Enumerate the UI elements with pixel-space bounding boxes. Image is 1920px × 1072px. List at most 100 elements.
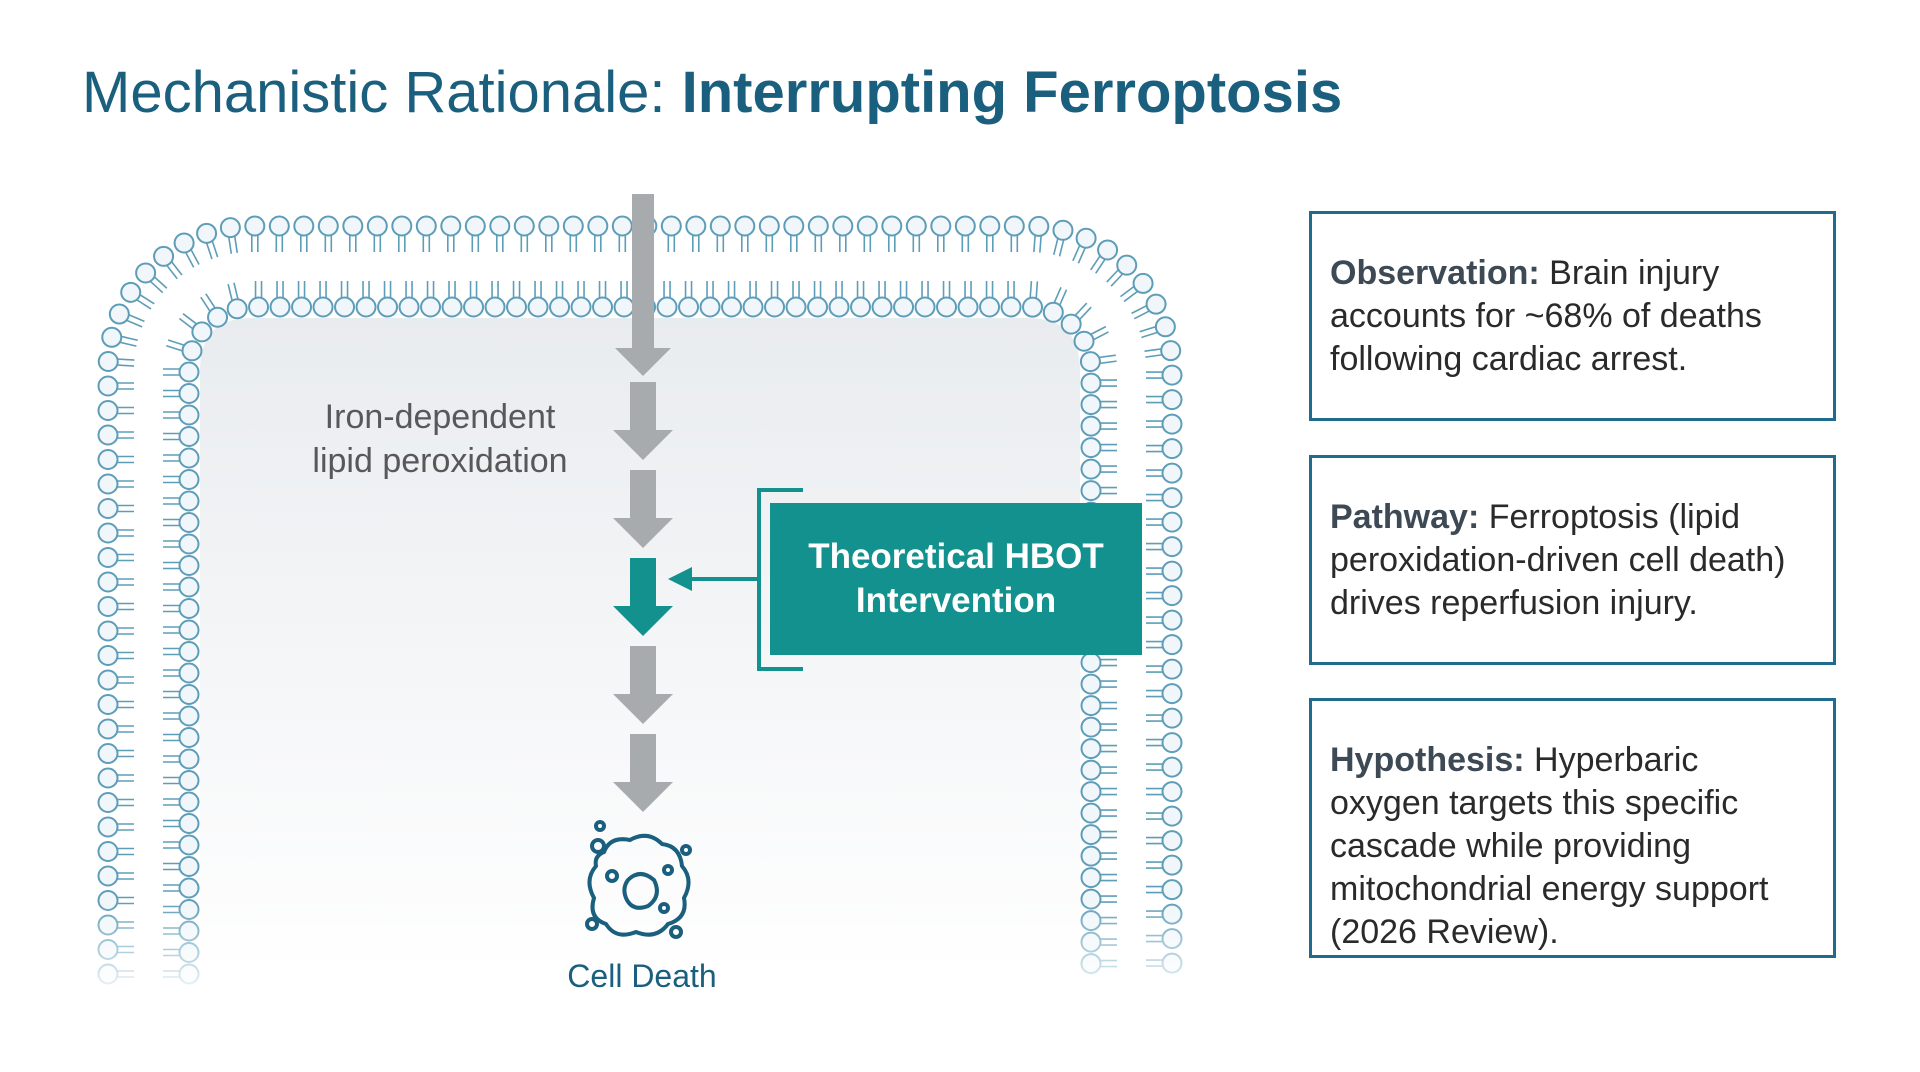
lipid-head <box>1080 716 1102 738</box>
lipid-head <box>342 215 364 237</box>
lipid-head <box>734 215 756 237</box>
page-title: Mechanistic Rationale: Interrupting Ferr… <box>82 58 1342 128</box>
lipid-head <box>97 767 119 789</box>
lipid-head <box>226 298 248 320</box>
lipid-head <box>97 694 119 715</box>
lipid-head <box>1161 413 1183 435</box>
lipid-head <box>219 217 241 239</box>
lipid-head <box>1161 487 1183 509</box>
lipid-head <box>178 684 200 705</box>
lipid-head <box>1080 759 1102 781</box>
lipid-head <box>415 215 437 237</box>
arrow-down-icon-head <box>613 694 673 724</box>
lipid-head <box>1080 781 1102 803</box>
lipid-head <box>366 215 388 237</box>
lipid-head <box>1161 756 1183 778</box>
arrow-down-icon-head <box>613 782 673 812</box>
lipid-head <box>881 215 903 237</box>
arrow-down-icon <box>630 382 656 432</box>
lipid-head <box>97 351 119 373</box>
lipid-head <box>178 404 200 426</box>
lipid-head <box>506 296 528 318</box>
lipid-head <box>97 841 119 862</box>
lipid-head <box>391 215 413 237</box>
lipid-head <box>1000 296 1022 318</box>
lipid-head <box>1161 511 1183 533</box>
title-emphasis: Interrupting Ferroptosis <box>681 60 1343 125</box>
intervention-line2: Intervention <box>855 581 1057 620</box>
lipid-head <box>1080 673 1102 695</box>
lipid-head <box>1075 227 1097 249</box>
lipid-head <box>1080 652 1102 674</box>
lipid-head <box>954 215 976 237</box>
lipid-head <box>1161 805 1183 827</box>
arrow-down-icon <box>630 646 656 696</box>
lipid-head <box>178 533 200 555</box>
step-label-line1: Iron-dependent <box>324 398 556 436</box>
lipid-head <box>721 296 743 318</box>
arrow-down-icon-head <box>613 430 673 460</box>
lipid-head <box>871 296 893 318</box>
cell-death-icon <box>585 820 692 939</box>
lipid-head <box>97 792 119 813</box>
lipid-head <box>1161 732 1183 754</box>
lipid-head <box>97 571 119 593</box>
lipid-head <box>244 215 266 237</box>
lipid-head <box>1161 389 1183 411</box>
lipid-head <box>178 598 200 619</box>
cascade-arrows <box>613 194 673 812</box>
hbot-intervention-box: Theoretical HBOT Intervention <box>770 503 1142 655</box>
lipid-head <box>1161 609 1183 631</box>
lipid-head <box>97 400 119 421</box>
lipid-head <box>699 296 721 318</box>
lipid-head <box>101 326 123 348</box>
lipid-head <box>1003 215 1025 237</box>
lipid-head <box>178 834 200 856</box>
lipid-head <box>1080 867 1102 889</box>
lipid-head <box>570 296 592 318</box>
lipid-head <box>97 865 119 887</box>
lipid-head <box>1097 239 1119 261</box>
lipid-head <box>678 296 700 318</box>
lipid-head <box>1161 560 1183 582</box>
lipid-head <box>97 620 119 642</box>
lipid-head <box>153 245 175 267</box>
lipid-head <box>1161 707 1183 729</box>
lipid-head <box>685 215 707 237</box>
lipid-head <box>178 727 200 748</box>
hypothesis-text: Hyperbaric oxygen targets this specific … <box>1330 741 1769 951</box>
lipid-head <box>850 296 872 318</box>
cell-death-label: Cell Death <box>567 958 717 994</box>
lipid-head <box>464 215 486 237</box>
lipid-head <box>1079 351 1101 373</box>
lipid-head <box>1161 683 1183 705</box>
lipid-head <box>1145 293 1167 315</box>
lipid-head <box>178 856 200 877</box>
lipid-head <box>893 296 915 318</box>
lipid-head <box>930 215 952 237</box>
lipid-head <box>1080 738 1102 760</box>
lipid-head <box>1161 462 1183 484</box>
lipid-head <box>1073 330 1095 352</box>
lipid-head <box>191 321 213 343</box>
lipid-head <box>1161 536 1183 558</box>
lipid-head <box>97 743 119 764</box>
lipid-head <box>914 296 936 318</box>
lipid-head <box>1154 316 1176 338</box>
lipid-head <box>513 215 535 237</box>
lipid-head <box>1161 879 1183 901</box>
lipid-head <box>181 340 203 362</box>
lipid-head <box>957 296 979 318</box>
lipid-head <box>398 296 420 318</box>
lipid-head <box>549 296 571 318</box>
lipid-head <box>1160 340 1182 362</box>
lipid-head <box>135 262 157 284</box>
lipid-head <box>97 498 119 519</box>
lipid-head <box>562 215 584 237</box>
lipid-head <box>178 576 200 598</box>
hypothesis-card: Hypothesis: Hyperbaric oxygen targets th… <box>1309 698 1836 958</box>
pathway-card: Pathway: Ferroptosis (lipid peroxidation… <box>1309 455 1836 665</box>
lipid-head <box>828 296 850 318</box>
observation-card: Observation: Brain injury accounts for ~… <box>1309 211 1836 421</box>
